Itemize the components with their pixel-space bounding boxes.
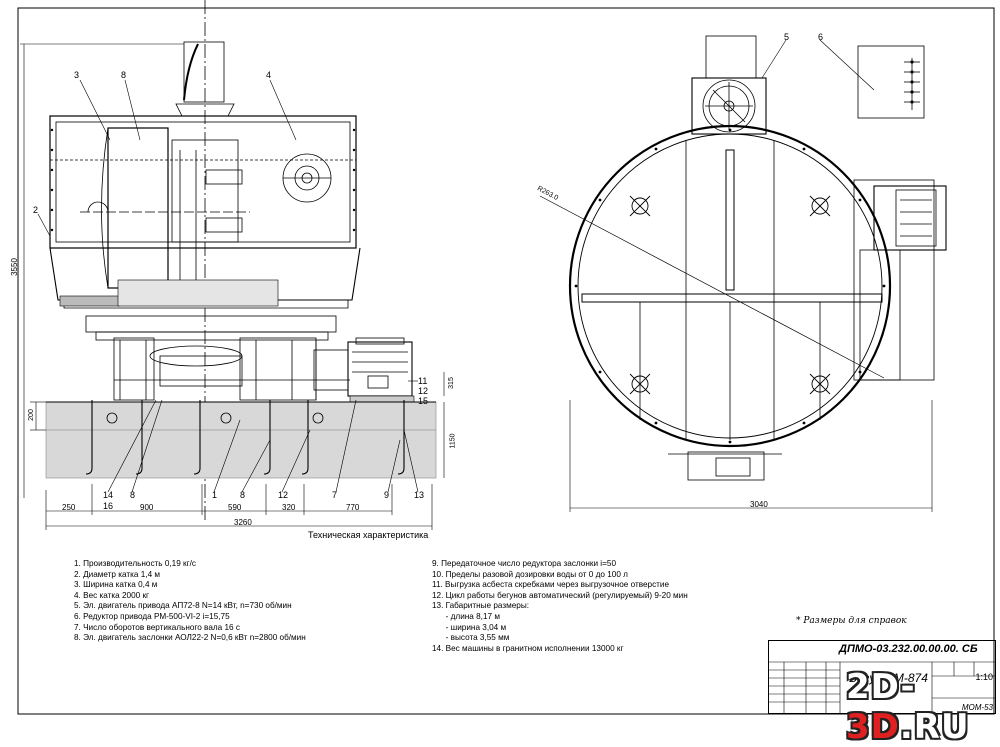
spec-line: 12. Цикл работы бегунов автоматический (… <box>432 590 688 600</box>
callout-13: 13 <box>414 490 425 500</box>
spec-line: 8. Эл. двигатель заслонки АОЛ22-2 N=0,6 … <box>74 633 306 643</box>
dim-height-200: 200 <box>27 409 35 421</box>
top-view <box>539 35 947 512</box>
spec-line: - высота 3,55 мм <box>432 633 510 643</box>
callout-8-a: 8 <box>130 490 136 500</box>
spec-line: 11. Выгрузка асбеста скребками через выг… <box>432 580 670 590</box>
callout-4: 4 <box>266 70 272 80</box>
callout-9: 9 <box>384 490 390 500</box>
spec-line: 1. Производительность 0,19 кг/с <box>74 559 196 568</box>
title-block: ДПМО-03.232.00.00.00. СБ Бегун СМ-874 1:… <box>768 640 996 714</box>
dim-w250: 250 <box>62 503 76 512</box>
callout-2: 2 <box>33 205 39 215</box>
reference-note: * Размеры для справок <box>796 616 907 626</box>
spec-title: Техническая характеристика <box>308 530 429 540</box>
callout-3: 3 <box>74 70 80 80</box>
drawing-scale: 1:10 <box>975 672 993 682</box>
spec-line: - длина 8,17 м <box>432 611 500 621</box>
spec-line: 14. Вес машины в гранитном исполнении 13… <box>432 643 624 653</box>
watermark-part3: .RU <box>899 707 970 747</box>
dim-w770: 770 <box>346 503 360 512</box>
callout-5: 5 <box>784 32 790 42</box>
callout-14: 14 <box>103 490 114 500</box>
watermark-logo: 2D-3D.RU <box>846 667 1000 747</box>
title-block-grid <box>768 661 996 714</box>
watermark-part2: 3D <box>846 707 900 747</box>
callout-12-b: 12 <box>278 490 289 500</box>
dim-w3040: 3040 <box>750 500 768 509</box>
dim-height-total: 3550 <box>9 258 19 276</box>
assembly-drawing <box>17 0 996 715</box>
spec-line: 4. Вес катка 2000 кг <box>74 590 150 600</box>
dim-w320: 320 <box>282 503 296 512</box>
spec-line: 6. Редуктор привода РМ-500-VI-2 i=15,75 <box>74 611 230 621</box>
drawing-code: ДПМО-03.232.00.00.00. СБ <box>839 643 978 655</box>
spec-line: 7. Число оборотов вертикального вала 16 … <box>74 622 240 632</box>
spec-line: 5. Эл. двигатель привода АП72-8 N=14 кВт… <box>74 601 292 611</box>
drawing-org: МОМ-53 <box>961 703 993 712</box>
callout-11: 11 <box>418 376 428 386</box>
callout-8-b: 8 <box>240 490 246 500</box>
spec-line: 10. Пределы разовой дозировки воды от 0 … <box>432 569 628 579</box>
callout-8-top: 8 <box>121 70 127 80</box>
specs-right: 9. Передаточное число редуктора заслонки… <box>432 559 688 654</box>
callout-1: 1 <box>212 490 218 500</box>
callout-16: 16 <box>103 501 114 511</box>
watermark-part1: 2D- <box>846 667 916 707</box>
spec-line: 3. Ширина катка 0,4 м <box>74 580 158 590</box>
callout-15: 15 <box>418 396 429 406</box>
spec-line: - ширина 3,04 м <box>432 622 507 632</box>
specs-left: 1. Производительность 0,19 кг/с 2. Диаме… <box>74 559 306 644</box>
dim-w3260: 3260 <box>234 518 252 527</box>
spec-line: 9. Передаточное число редуктора заслонки… <box>432 559 616 568</box>
callout-12: 12 <box>418 386 429 396</box>
side-view <box>20 0 445 530</box>
callout-7: 7 <box>332 490 338 500</box>
dim-w900: 900 <box>140 503 154 512</box>
dim-height-block: 1150 <box>449 433 457 449</box>
dim-height-315: 315 <box>447 377 455 389</box>
spec-line: 13. Габаритные размеры: <box>432 601 530 611</box>
drawing-name: Бегун СМ-874 <box>849 671 928 685</box>
spec-line: 2. Диаметр катка 1,4 м <box>74 569 161 579</box>
callout-6: 6 <box>818 32 824 42</box>
dim-w590: 590 <box>228 503 242 512</box>
